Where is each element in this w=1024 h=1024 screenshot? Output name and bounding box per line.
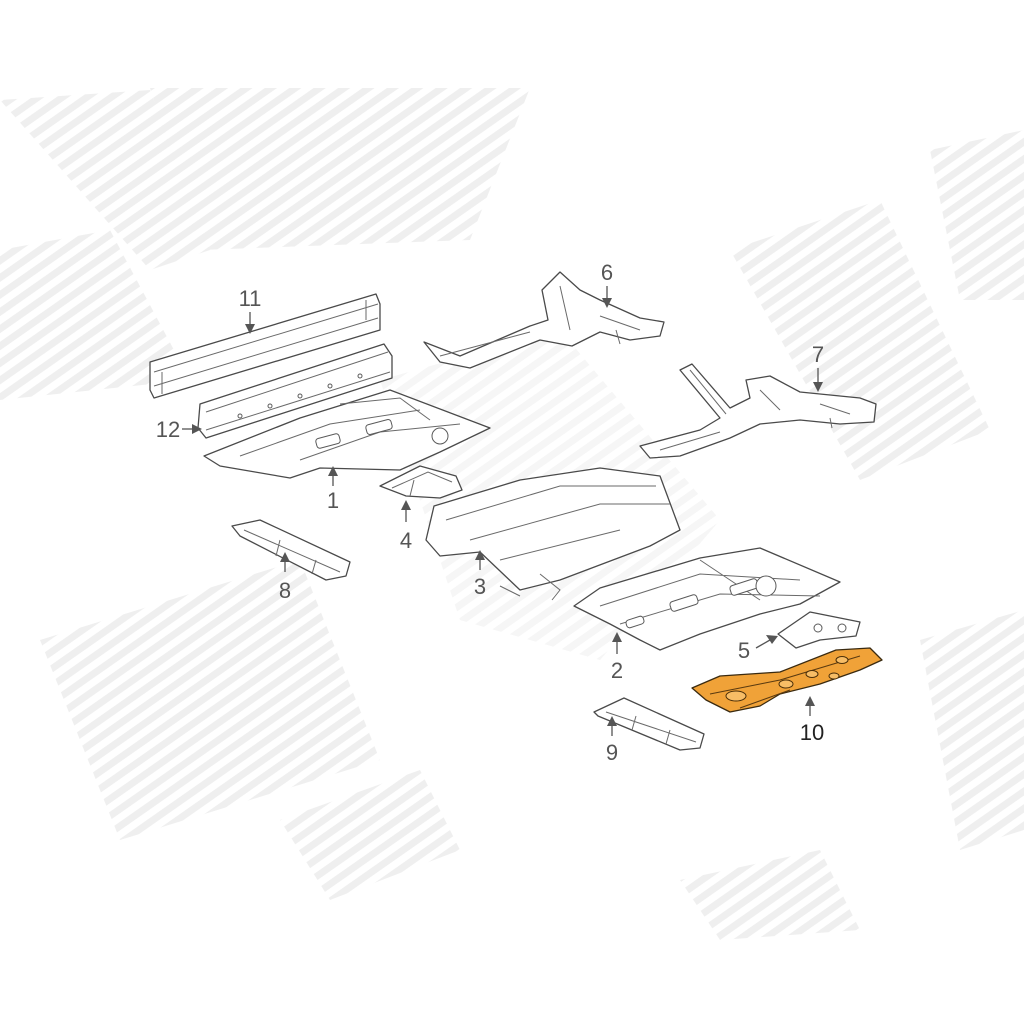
callout-11: 11 [239, 286, 262, 311]
part-4-bracket [379, 465, 463, 499]
part-3-floor-tunnel [425, 467, 681, 601]
callout-10: 10 [800, 720, 824, 745]
callout-6: 6 [601, 260, 613, 285]
part-8-crossmember [231, 519, 351, 581]
callout-1: 1 [327, 488, 339, 513]
callout-4: 4 [400, 528, 412, 553]
part-2-rear-floor-pan [573, 547, 841, 651]
callout-3: 3 [474, 574, 486, 599]
callout-9: 9 [606, 740, 618, 765]
part-5-bracket [777, 611, 861, 649]
callout-7: 7 [812, 342, 824, 367]
part-11-rocker-rail [149, 293, 381, 399]
callout-2: 2 [611, 658, 623, 683]
part-6-rear-frame-rail [423, 271, 665, 369]
part-10-underbody-panel [691, 647, 883, 713]
part-12-inner-sill [197, 343, 393, 439]
part-9-crossmember [593, 697, 705, 751]
leader-lines [182, 286, 823, 736]
part-1-front-floor-pan [203, 389, 491, 479]
callout-5: 5 [738, 638, 750, 663]
callout-8: 8 [279, 578, 291, 603]
callout-12: 12 [156, 417, 180, 442]
callout-labels: 11 12 1 4 3 8 6 7 2 5 9 10 [156, 260, 824, 765]
watermark [0, 88, 1024, 940]
part-7-rear-crossmember [639, 363, 877, 459]
